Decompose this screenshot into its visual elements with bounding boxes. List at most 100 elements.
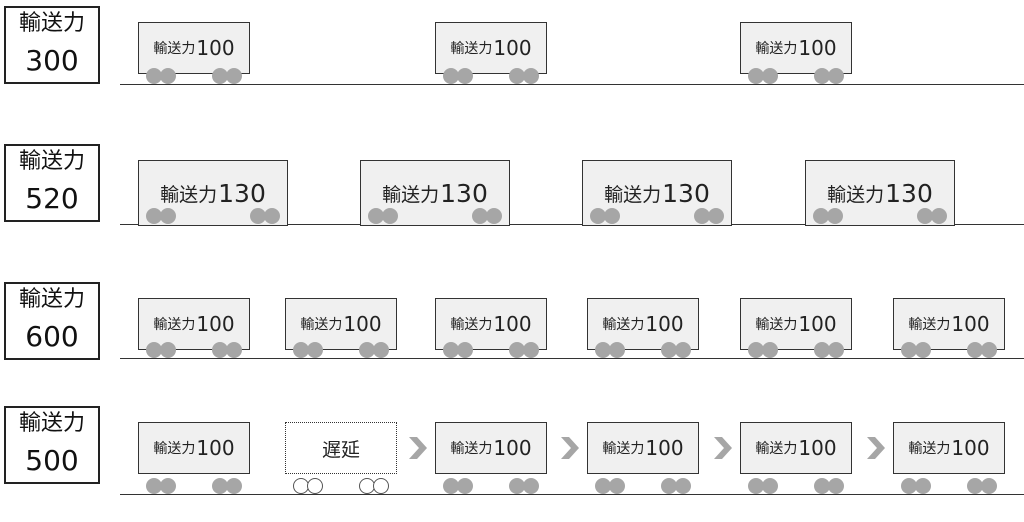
wheel [523,478,539,494]
wheel [604,208,620,224]
wheel [509,478,525,494]
wheel [901,478,917,494]
car-capacity-number: 100 [493,312,532,336]
wheel [661,478,677,494]
car-capacity-prefix: 輸送力 [450,441,493,457]
wheel [967,478,983,494]
wheel [226,342,242,358]
car-capacity-number: 100 [798,312,837,336]
wheel [694,208,710,224]
wheel [762,68,778,84]
wheel [828,68,844,84]
wheel [472,208,488,224]
rail-track [120,224,1024,225]
wheel [828,478,844,494]
chevron-right-icon [714,437,732,459]
wheel [250,208,266,224]
rail-track [120,84,1024,85]
wheel [226,478,242,494]
wheel [931,208,947,224]
wheel [915,478,931,494]
car-capacity-prefix: 輸送力 [153,441,196,457]
delayed-train-car: 遅延 [285,422,397,522]
capacity-total-value: 600 [25,320,79,353]
wheel [595,478,611,494]
wheel [661,342,677,358]
car-capacity-prefix: 輸送力 [450,317,493,333]
wheel [595,342,611,358]
wheel [748,478,764,494]
wheel [457,342,473,358]
car-capacity-prefix: 輸送力 [827,183,885,206]
car-capacity-number: 130 [218,178,266,208]
car-capacity-number: 100 [645,312,684,336]
wheel [509,68,525,84]
rail-track [120,358,1024,359]
wheel [359,342,375,358]
wheel [590,208,606,224]
wheel [212,478,228,494]
wheel [368,208,384,224]
wheel [146,342,162,358]
wheel [609,478,625,494]
wheel [146,208,162,224]
car-capacity-number: 100 [951,436,990,460]
car-capacity-prefix: 輸送力 [755,441,798,457]
wheel [748,68,764,84]
capacity-total-value: 300 [25,44,79,77]
wheel [814,68,830,84]
wheel [523,68,539,84]
car-capacity-prefix: 輸送力 [382,183,440,206]
wheel [748,342,764,358]
wheel [146,68,162,84]
capacity-label-text: 輸送力 [18,149,85,174]
wheel [901,342,917,358]
wheel [762,478,778,494]
car-capacity-prefix: 輸送力 [602,441,645,457]
car-capacity-prefix: 輸送力 [153,41,196,57]
wheel [915,342,931,358]
car-capacity-prefix: 輸送力 [755,41,798,57]
capacity-label-box: 輸送力 600 [4,282,100,360]
wheel [708,208,724,224]
wheel [509,342,525,358]
wheel [264,208,280,224]
train-car-body: 遅延 [285,422,397,474]
car-capacity-number: 100 [493,436,532,460]
wheel [828,342,844,358]
wheel [293,342,309,358]
capacity-label-text: 輸送力 [18,287,85,312]
wheel [675,342,691,358]
car-capacity-number: 130 [885,178,933,208]
wheel [160,342,176,358]
wheel [160,68,176,84]
car-capacity-number: 100 [343,312,382,336]
wheel [917,208,933,224]
car-capacity-prefix: 輸送力 [908,317,951,333]
wheel [160,478,176,494]
